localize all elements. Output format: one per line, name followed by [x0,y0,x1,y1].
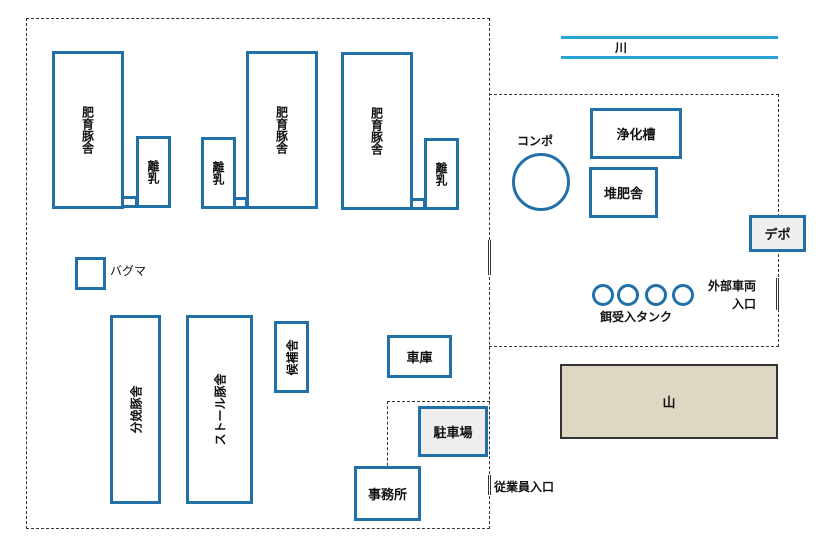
weaning-barn-3: 離乳 [424,138,459,210]
label: 候補舎 [285,338,300,376]
fattening-barn-1: 肥育豚舎 [52,51,124,209]
label: 事務所 [367,488,407,503]
compost-circle [512,153,570,211]
label: ストール豚舎 [213,373,228,446]
parking-area-boundary [387,401,490,476]
river-line [561,36,778,39]
river-line [561,56,778,59]
label: 肥育豚舎 [369,107,384,155]
connector [121,196,138,208]
candidate-barn: 候補舎 [274,321,309,393]
compost-label: コンポ [517,134,554,148]
depot: デポ [749,215,806,252]
label: 離乳 [146,160,160,184]
feed-tank [617,284,639,306]
mountain: 山 [560,364,778,439]
fattening-barn-2: 肥育豚舎 [246,51,318,209]
office: 事務所 [354,466,421,521]
label: デポ [764,228,791,243]
label: 浄化槽 [616,128,656,143]
feed-tank [645,284,667,306]
feed-tank-label: 餌受入タンク [600,310,673,324]
label: 堆肥舎 [603,187,643,202]
bagma-box [75,257,106,290]
feed-tank [672,284,694,306]
compost-barn: 堆肥舎 [589,167,658,218]
feed-tank [592,284,614,306]
farrowing-barn: 分娩豚舎 [110,315,161,504]
label: 車庫 [406,351,433,366]
garage: 車庫 [387,335,452,378]
staff-entrance-label: 従業員入口 [494,480,555,494]
connector [233,197,248,209]
weaning-barn-2: 離乳 [201,137,236,209]
parking: 駐車場 [418,406,488,457]
label: 入口 [732,297,757,311]
stall-barn: ストール豚舎 [186,315,253,504]
bagma-label: バグマ [110,264,147,278]
label: 外部車両 [708,279,757,293]
label: 駐車場 [433,426,473,441]
gate [488,240,491,275]
label: 肥育豚舎 [274,106,289,154]
label: 分娩豚舎 [129,385,144,434]
label: 離乳 [434,162,448,186]
staff-gate [488,475,491,495]
fattening-barn-3: 肥育豚舎 [341,52,413,210]
river-label: 川 [615,41,628,55]
vehicle-gate [776,278,779,310]
septic-tank: 浄化槽 [590,108,682,159]
vehicle-entrance-label: 外部車両入口 [708,277,756,313]
connector [410,198,426,210]
label: 離乳 [211,161,225,185]
label: 山 [662,396,676,411]
label: 肥育豚舎 [80,106,95,154]
weaning-barn-1: 離乳 [136,136,171,208]
